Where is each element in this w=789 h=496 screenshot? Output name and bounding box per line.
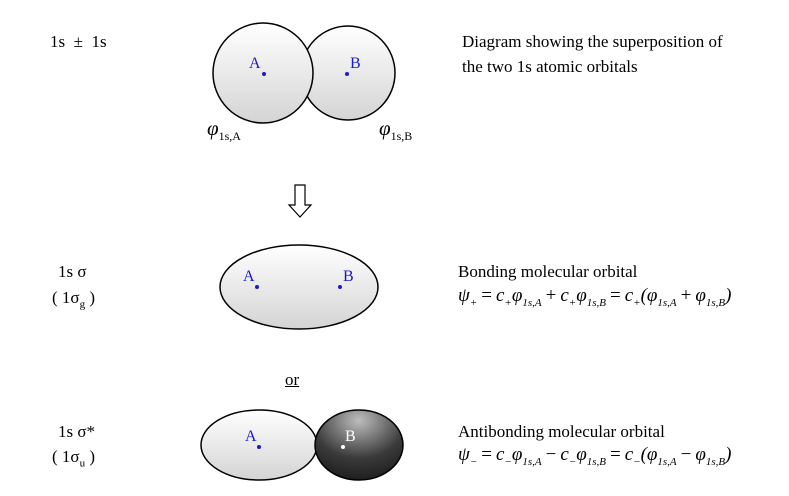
equation-symbol: c <box>495 444 505 465</box>
symmetry-subscript: u <box>79 457 86 470</box>
phi-1s-a-label: φ1s,A <box>207 116 241 144</box>
atom-label-b: B <box>343 268 354 285</box>
equation-symbol: ) <box>725 285 732 306</box>
equation-subscript: − <box>568 455 577 468</box>
bonding-title: Bonding molecular orbital <box>458 262 638 281</box>
phi-subscript: 1s,A <box>218 129 241 144</box>
symmetry-text: ( 1σ <box>52 447 80 466</box>
equation-symbol: φ <box>695 444 706 465</box>
equation-symbol: φ <box>511 285 523 306</box>
equation-subscript: 1s,A <box>657 296 677 309</box>
equation-operator: − <box>680 444 692 465</box>
atom-label-a: A <box>245 428 257 445</box>
atom-label-b: B <box>345 428 356 445</box>
down-arrow-icon <box>287 184 313 218</box>
antibonding-lobe-b <box>314 409 404 481</box>
equation-operator: = <box>481 444 492 465</box>
bonding-equation: ψ+=c+φ1s,A+c+φ1s,B=c+(φ1s,A+φ1s,B) <box>458 285 731 309</box>
symmetry-close: ) <box>85 288 95 307</box>
equation-symbol: ) <box>725 444 732 465</box>
nucleus-b-dot <box>338 285 342 289</box>
symmetry-subscript: g <box>79 298 86 311</box>
antibonding-equation: ψ−=c−φ1s,A−c−φ1s,B=c−(φ1s,A−φ1s,B) <box>458 444 731 468</box>
nucleus-a-dot <box>257 445 261 449</box>
nucleus-a-dot <box>255 285 259 289</box>
equation-subscript: + <box>568 296 577 309</box>
equation-symbol: φ <box>576 285 587 306</box>
bonding-symmetry-label: ( 1σg ) <box>52 288 95 310</box>
equation-operator: − <box>545 444 557 465</box>
bonding-orbital <box>219 244 379 330</box>
atom-label-a: A <box>249 55 261 72</box>
equation-subscript: 1s,B <box>586 455 606 468</box>
equation-subscript: − <box>469 455 478 468</box>
equation-symbol: ψ <box>458 285 470 306</box>
symmetry-close: ) <box>85 447 95 466</box>
equation-symbol: c <box>495 285 505 306</box>
equation-symbol: c <box>624 444 634 465</box>
nucleus-b-dot <box>345 72 349 76</box>
equation-subscript: − <box>504 455 512 468</box>
equation-subscript: + <box>469 296 478 309</box>
equation-symbol: (φ <box>640 285 658 306</box>
antibonding-label: 1s σ* <box>58 422 96 441</box>
equation-symbol: c <box>560 444 569 465</box>
equation-subscript: 1s,B <box>705 296 726 309</box>
equation-symbol: c <box>560 285 569 306</box>
equation-operator: + <box>680 285 692 306</box>
antibonding-title: Antibonding molecular orbital <box>458 422 665 441</box>
equation-operator: + <box>545 285 557 306</box>
equation-subscript: 1s,B <box>705 455 726 468</box>
or-label: or <box>285 370 300 389</box>
nucleus-a-dot <box>262 72 266 76</box>
equation-operator: = <box>481 285 492 306</box>
equation-subscript: 1s,B <box>586 296 606 309</box>
equation-subscript: − <box>633 455 641 468</box>
equation-subscript: 1s,A <box>657 455 677 468</box>
equation-symbol: c <box>624 285 634 306</box>
equation-subscript: 1s,A <box>522 455 542 468</box>
equation-subscript: + <box>633 296 641 309</box>
phi-symbol: φ <box>379 116 391 140</box>
equation-subscript: 1s,A <box>522 296 542 309</box>
phi-1s-b-label: φ1s,B <box>379 116 412 144</box>
antibonding-symmetry-label: ( 1σu ) <box>52 447 95 469</box>
atom-label-a: A <box>243 268 255 285</box>
equation-symbol: φ <box>695 285 706 306</box>
equation-operator: = <box>609 285 621 306</box>
superposition-label: 1s ± 1s <box>50 32 107 51</box>
phi-symbol: φ <box>207 116 219 140</box>
equation-subscript: + <box>504 296 512 309</box>
equation-symbol: φ <box>511 444 523 465</box>
caption-line-1: Diagram showing the superposition of <box>462 32 723 51</box>
equation-symbol: φ <box>576 444 587 465</box>
caption-line-2: the two 1s atomic orbitals <box>462 57 638 76</box>
equation-symbol: (φ <box>640 444 658 465</box>
equation-symbol: ψ <box>458 444 470 465</box>
bonding-label: 1s σ <box>58 262 87 281</box>
symmetry-text: ( 1σ <box>52 288 80 307</box>
phi-subscript: 1s,B <box>390 129 413 144</box>
equation-operator: = <box>609 444 621 465</box>
nucleus-b-dot <box>341 445 345 449</box>
atom-label-b: B <box>350 55 361 72</box>
